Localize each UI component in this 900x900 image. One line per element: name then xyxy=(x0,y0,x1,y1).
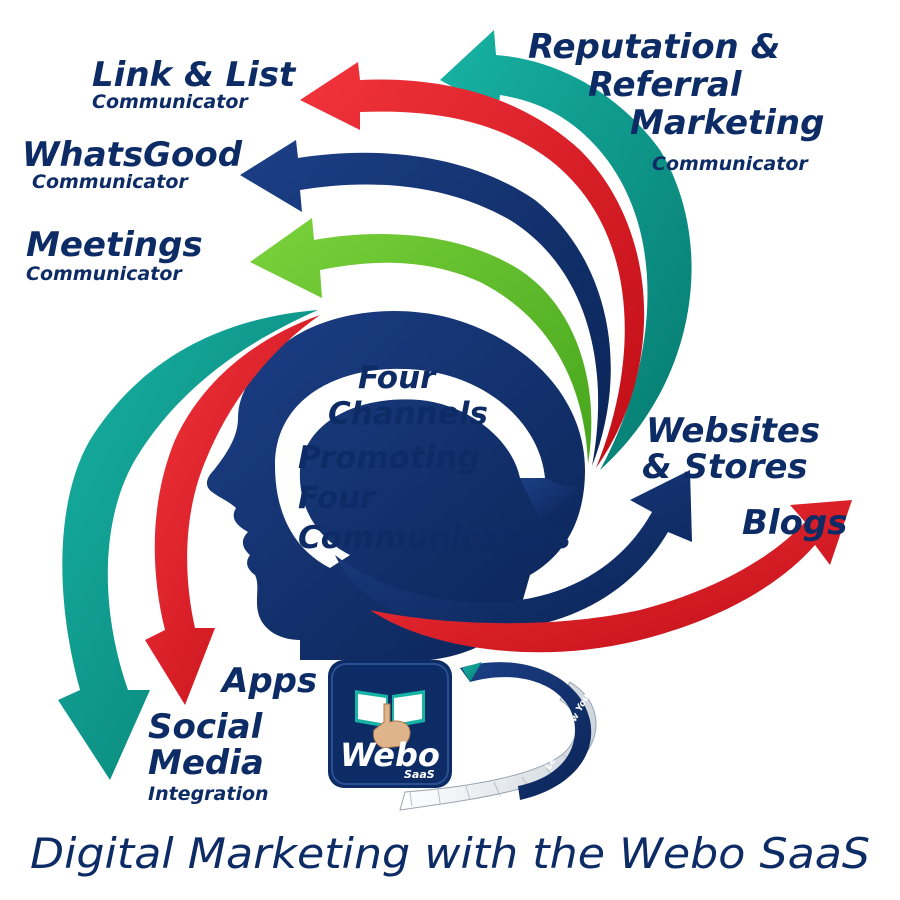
arrow-meetings xyxy=(250,218,592,464)
arrow-apps xyxy=(145,315,320,705)
center-line-3: Promoting xyxy=(298,440,480,476)
label-meetings: Meetings xyxy=(26,225,203,265)
label-link-list: Link & List xyxy=(92,55,297,95)
center-line-2: Channels xyxy=(328,396,488,432)
label-websites-2: & Stores xyxy=(642,447,808,487)
arrow-websites xyxy=(335,470,692,631)
label-apps: Apps xyxy=(219,661,317,701)
label-reputation-sub: Communicator xyxy=(652,153,809,175)
arrow-center-inward xyxy=(520,478,580,520)
staircase-graphic xyxy=(399,662,597,811)
arrow-link-list xyxy=(300,62,645,468)
center-line-1: Four xyxy=(358,360,437,396)
pointing-hand-icon xyxy=(373,703,411,749)
label-reputation-2: Referral xyxy=(588,65,743,105)
label-websites-1: Websites xyxy=(646,411,820,451)
arrow-reputation xyxy=(440,30,692,470)
label-reputation-1: Reputation & xyxy=(528,27,780,67)
label-reputation-3: Marketing xyxy=(630,103,824,143)
head-inner-swirl xyxy=(275,368,545,568)
arrow-whatsgood xyxy=(240,140,611,466)
label-whatsgood-sub: Communicator xyxy=(32,171,189,193)
label-social-1: Social xyxy=(148,707,264,747)
label-social-sub: Integration xyxy=(148,783,269,805)
center-line-5: Communicators xyxy=(298,520,571,556)
label-social-2: Media xyxy=(148,743,264,783)
label-link-list-sub: Communicator xyxy=(92,91,249,113)
center-line-4: Four xyxy=(298,480,377,516)
arrow-social-media xyxy=(58,310,318,780)
label-meetings-sub: Communicator xyxy=(26,263,183,285)
page-title: Digital Marketing with the Webo SaaS xyxy=(30,829,870,878)
label-blogs: Blogs xyxy=(742,503,848,543)
logo-tag: SaaS xyxy=(404,768,435,781)
arrow-blogs xyxy=(370,500,852,653)
logo-brand: Webo xyxy=(340,736,440,774)
label-whatsgood: WhatsGood xyxy=(22,135,243,175)
webo-logo: Webo SaaS xyxy=(328,660,452,788)
